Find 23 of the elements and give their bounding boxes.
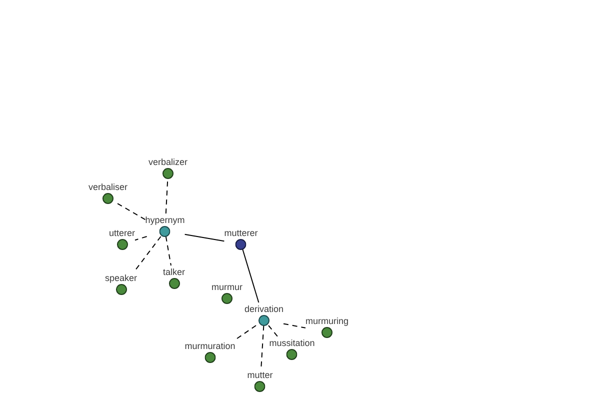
node-label: murmuring xyxy=(306,314,348,326)
dashed-connector xyxy=(117,203,146,220)
dashed-connector xyxy=(165,236,172,266)
dashed-connector xyxy=(134,236,148,241)
node-label: murmuration xyxy=(184,340,236,352)
dashed-connector xyxy=(260,325,264,369)
node-label: mutter xyxy=(247,368,273,380)
node-label: verbaliser xyxy=(88,180,128,192)
dashed-connector xyxy=(134,236,162,272)
node-label: mussitation xyxy=(269,336,315,348)
dashed-connector xyxy=(234,325,256,340)
node-label: talker xyxy=(163,266,185,278)
node-label: hypernym xyxy=(145,214,185,226)
connector-line xyxy=(242,249,260,303)
node-label: mutterer xyxy=(224,226,258,238)
node-label: utterer xyxy=(109,226,135,238)
dashed-connector xyxy=(283,323,306,328)
dashed-connector xyxy=(268,325,278,337)
node-label: verbalizer xyxy=(148,156,188,168)
connector-line xyxy=(184,234,225,242)
node-label: murmur xyxy=(212,280,242,292)
node-label: speaker xyxy=(104,272,138,284)
node-label: derivation xyxy=(244,302,284,314)
